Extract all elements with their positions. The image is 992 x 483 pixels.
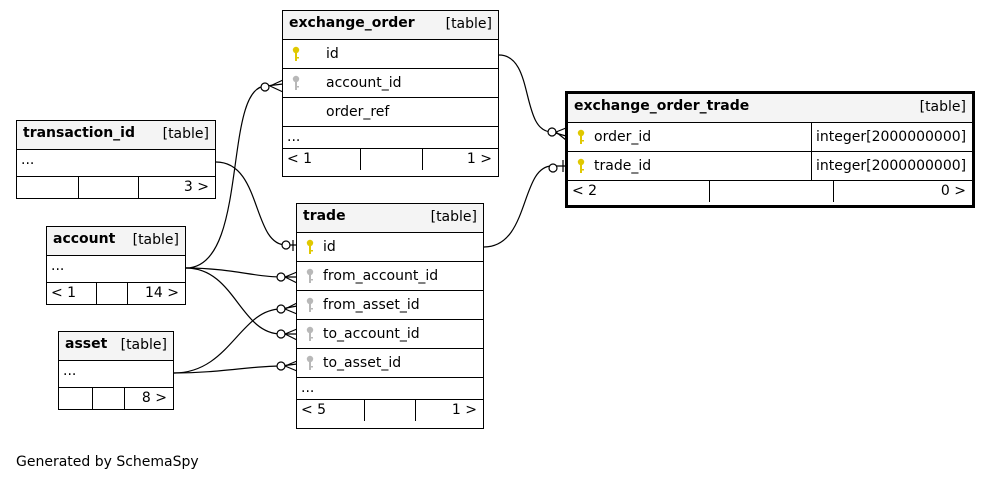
primary-key-icon xyxy=(577,158,585,173)
circle-asset-to xyxy=(276,361,286,371)
table-asset[interactable]: asset [table] ... 8 > xyxy=(58,331,174,410)
column-row-from-account-id[interactable]: from_account_id xyxy=(297,261,483,290)
children-count[interactable]: 1 > xyxy=(451,402,477,418)
foreign-key-icon xyxy=(306,355,314,370)
table-name: transaction_id xyxy=(23,125,135,141)
circle-account-from xyxy=(276,272,286,282)
column-row-id[interactable]: id xyxy=(283,39,498,68)
column-row-from-asset-id[interactable]: from_asset_id xyxy=(297,290,483,319)
ellipsis: ... xyxy=(301,380,315,396)
parents-count[interactable]: < 2 xyxy=(572,183,598,199)
column-type: integer[2000000000] xyxy=(811,123,972,151)
table-header: asset [table] xyxy=(59,332,173,360)
column-type: integer[2000000000] xyxy=(811,152,972,180)
ellipsis: ... xyxy=(51,258,65,274)
table-type: [table] xyxy=(430,209,477,225)
children-count[interactable]: 0 > xyxy=(940,183,966,199)
generator-credit: Generated by SchemaSpy xyxy=(16,454,199,470)
table-type: [table] xyxy=(919,99,966,115)
table-account[interactable]: account [table] ... < 1 14 > xyxy=(46,226,186,305)
children-count[interactable]: 14 > xyxy=(145,285,179,301)
parents-count[interactable]: < 5 xyxy=(301,402,327,418)
more-columns-row: ... xyxy=(297,377,483,399)
more-columns-row: ... xyxy=(283,126,498,148)
children-count[interactable]: 3 > xyxy=(183,179,209,195)
table-exchange-order[interactable]: exchange_order [table] id account_id ord… xyxy=(282,10,499,177)
foreign-key-icon xyxy=(292,75,300,90)
column-name: account_id xyxy=(326,75,402,91)
column-row-to-asset-id[interactable]: to_asset_id xyxy=(297,348,483,377)
rel-asset-to-line xyxy=(173,363,298,374)
foreign-key-icon xyxy=(306,326,314,341)
table-footer: 3 > xyxy=(17,176,215,198)
column-name: from_account_id xyxy=(323,268,439,284)
parents-count[interactable]: < 1 xyxy=(287,151,313,167)
table-type: [table] xyxy=(445,16,492,32)
rel-account-to-line xyxy=(185,267,297,335)
ellipsis: ... xyxy=(21,152,35,168)
circle-account-order xyxy=(260,82,270,92)
column-name: id xyxy=(326,46,339,62)
more-columns-row: ... xyxy=(59,360,173,387)
ellipsis: ... xyxy=(63,363,77,379)
circle-trade-trade xyxy=(548,163,558,173)
primary-key-icon xyxy=(577,129,585,144)
column-name: order_id xyxy=(594,129,652,145)
column-name: from_asset_id xyxy=(323,297,420,313)
rel-asset-from-line xyxy=(173,305,298,374)
column-row-id[interactable]: id xyxy=(297,232,483,261)
rel-trade-id-line xyxy=(483,165,566,248)
table-name: exchange_order_trade xyxy=(574,98,750,114)
table-header: exchange_order_trade [table] xyxy=(568,94,972,122)
column-row-order-id[interactable]: order_id integer[2000000000] xyxy=(568,122,972,151)
circle-order-trade xyxy=(547,127,557,137)
column-name: order_ref xyxy=(326,104,390,120)
primary-key-icon xyxy=(292,46,300,61)
circle-transaction-trade xyxy=(281,240,291,250)
table-footer: < 2 0 > xyxy=(568,180,972,202)
table-footer: < 5 1 > xyxy=(297,399,483,421)
column-row-account-id[interactable]: account_id xyxy=(283,68,498,97)
ellipsis: ... xyxy=(287,129,301,145)
rel-account-from-line xyxy=(185,267,297,278)
more-columns-row: ... xyxy=(17,149,215,176)
column-name: trade_id xyxy=(594,158,652,174)
table-name: account xyxy=(53,231,116,247)
rel-order-id-line xyxy=(498,54,567,137)
primary-key-icon xyxy=(306,239,314,254)
table-footer: 8 > xyxy=(59,387,173,409)
table-header: account [table] xyxy=(47,227,185,255)
table-header: exchange_order [table] xyxy=(283,11,498,39)
table-header: transaction_id [table] xyxy=(17,121,215,149)
parents-count[interactable]: < 1 xyxy=(51,285,77,301)
children-count[interactable]: 8 > xyxy=(141,390,167,406)
table-name: exchange_order xyxy=(289,15,415,31)
column-name: id xyxy=(323,239,336,255)
table-type: [table] xyxy=(120,337,167,353)
column-row-to-account-id[interactable]: to_account_id xyxy=(297,319,483,348)
table-name: asset xyxy=(65,336,108,352)
circle-account-to xyxy=(276,329,286,339)
more-columns-row: ... xyxy=(47,255,185,282)
table-transaction-id[interactable]: transaction_id [table] ... 3 > xyxy=(16,120,216,199)
column-name: to_account_id xyxy=(323,326,420,342)
column-row-order-ref[interactable]: order_ref xyxy=(283,97,498,126)
foreign-key-icon xyxy=(306,268,314,283)
table-footer: < 1 1 > xyxy=(283,148,498,170)
column-name: to_asset_id xyxy=(323,355,402,371)
table-header: trade [table] xyxy=(297,204,483,232)
table-trade[interactable]: trade [table] id from_account_id from_as… xyxy=(296,203,484,429)
circle-asset-from xyxy=(276,304,286,314)
column-row-trade-id[interactable]: trade_id integer[2000000000] xyxy=(568,151,972,180)
foreign-key-icon xyxy=(306,297,314,312)
table-type: [table] xyxy=(132,232,179,248)
table-type: [table] xyxy=(162,126,209,142)
table-exchange-order-trade[interactable]: exchange_order_trade [table] order_id in… xyxy=(565,91,975,208)
table-footer: < 1 14 > xyxy=(47,282,185,304)
table-name: trade xyxy=(303,208,346,224)
children-count[interactable]: 1 > xyxy=(466,151,492,167)
